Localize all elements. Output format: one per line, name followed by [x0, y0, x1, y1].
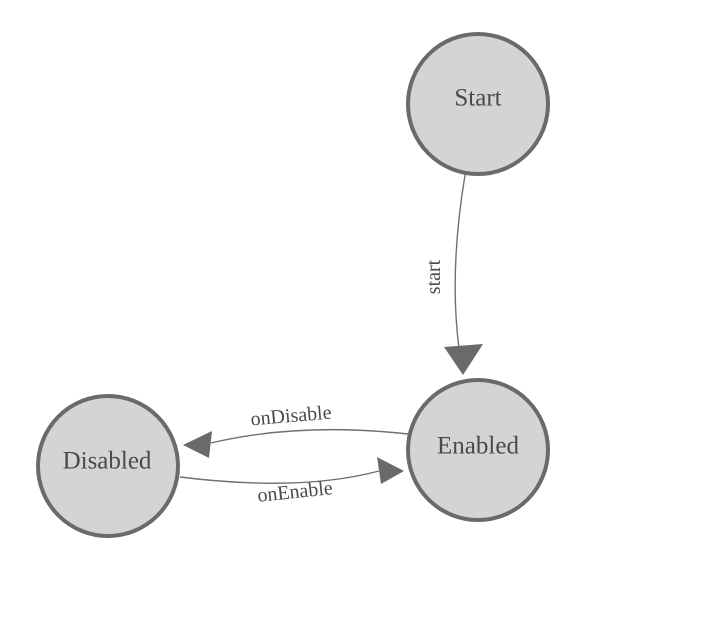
state-label-start: Start: [454, 85, 501, 112]
state-node-start[interactable]: Start: [406, 32, 550, 176]
state-node-disabled[interactable]: Disabled: [36, 394, 180, 538]
state-label-enabled: Enabled: [437, 433, 519, 460]
state-node-enabled[interactable]: Enabled: [406, 378, 550, 522]
state-circle-start[interactable]: [406, 32, 550, 176]
edge-start-to-enabled[interactable]: start: [423, 174, 483, 375]
edge-enabled-to-disabled[interactable]: onDisable: [183, 401, 409, 458]
arrowhead-into-enabled-left: [377, 457, 404, 484]
arrowhead-into-enabled-top: [444, 344, 483, 375]
state-label-disabled: Disabled: [63, 448, 152, 475]
state-circle-enabled[interactable]: [406, 378, 550, 522]
edge-label-ondisable: onDisable: [250, 401, 333, 430]
edge-label-start: start: [423, 259, 445, 294]
arrowhead-into-disabled-right: [183, 431, 212, 458]
edge-label-onenable: onEnable: [256, 477, 334, 507]
edge-ondisable-line[interactable]: [210, 428, 409, 444]
state-circle-disabled[interactable]: [36, 394, 180, 538]
edge-onenable-line[interactable]: [179, 470, 380, 484]
edge-start-line[interactable]: [454, 174, 466, 349]
edge-disabled-to-enabled[interactable]: onEnable: [179, 457, 404, 507]
